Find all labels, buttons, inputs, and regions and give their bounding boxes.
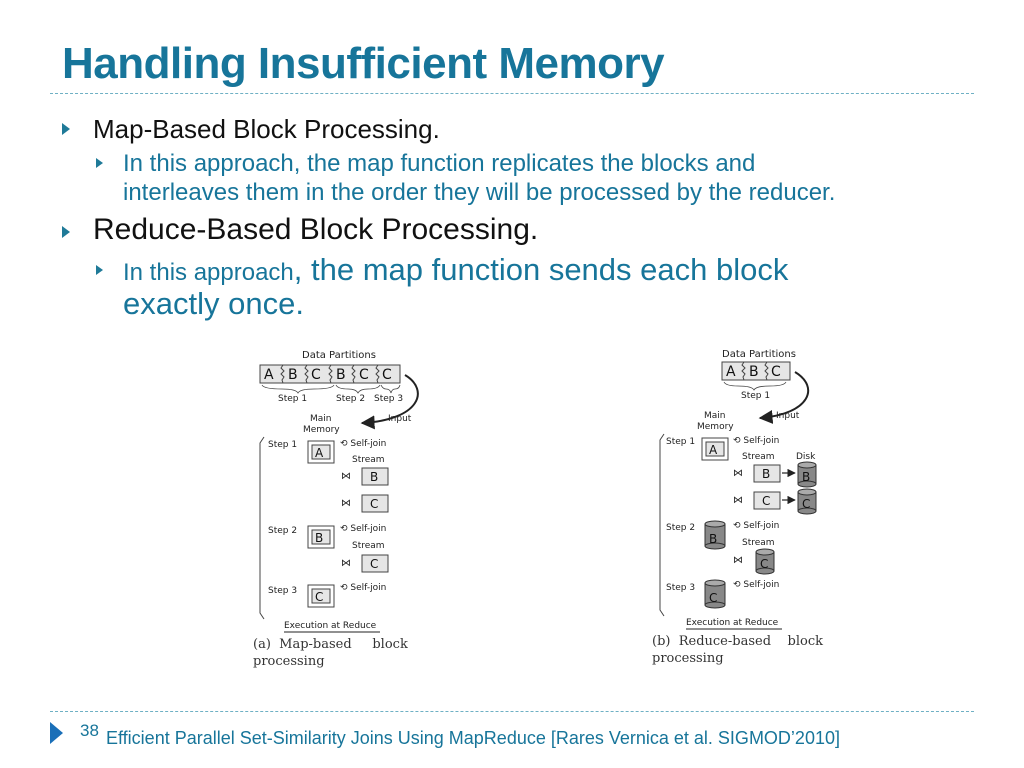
row-step-label: Step 2 (268, 526, 297, 536)
memory-block: A (315, 446, 324, 460)
join-icon: ⋈ (341, 498, 351, 509)
partition-step-label: Step 3 (374, 394, 403, 404)
disk-block: C (802, 497, 810, 511)
bullet-arrow-icon (96, 158, 103, 168)
sub-bullet-map-line2: interleaves them in the order they will … (123, 179, 836, 206)
partition-step-label: Step 2 (336, 394, 365, 404)
partition-cell: C (771, 364, 781, 380)
sub-bullet-reduce-small: In this approach (123, 259, 294, 286)
selfjoin-text: Self-join (743, 436, 779, 446)
sub-bullet-reduce-line2: exactly once. (123, 286, 304, 321)
partition-step-label: Step 1 (278, 394, 307, 404)
slide-title: Handling Insufficient Memory (62, 39, 665, 88)
stream-label: Stream (742, 538, 775, 548)
memory-block: B (315, 531, 323, 545)
bullet-reduce-based: Reduce-Based Block Processing. (93, 213, 539, 246)
execution-label: Execution at Reduce (284, 621, 377, 631)
partition-cell: B (749, 364, 759, 380)
partition-strip: A B C (721, 361, 791, 381)
disk-icon (797, 488, 817, 515)
row-step-label: Step 1 (666, 437, 695, 447)
main-memory-label: Main (310, 414, 332, 424)
join-icon: ⋈ (341, 471, 351, 482)
input-label: Input (776, 411, 800, 421)
selfjoin-text: Self-join (350, 524, 386, 534)
selfjoin-label: ⟲ Self-join (733, 580, 779, 590)
caption-b: (b) Reduce-based block (652, 634, 823, 649)
caption-a: (a) Map-based block (253, 637, 408, 652)
title-divider (50, 93, 974, 94)
footer-divider (50, 711, 974, 712)
selfjoin-text: Self-join (350, 439, 386, 449)
selfjoin-label: ⟲ Self-join (340, 524, 386, 534)
partition-strip: A B C B C C (259, 364, 401, 384)
row-step-label: Step 3 (268, 586, 297, 596)
sub-bullet-map-line1: In this approach, the map function repli… (123, 150, 756, 177)
partition-cell: C (359, 367, 369, 383)
footer-arrow-icon (50, 722, 63, 744)
selfjoin-text: Self-join (743, 521, 779, 531)
join-icon: ⋈ (733, 555, 743, 566)
partition-cell: B (288, 367, 298, 383)
memory-block: C (709, 591, 717, 605)
partition-step-label: Step 1 (741, 391, 770, 401)
streamed-block: C (370, 557, 378, 571)
streamed-block: C (370, 497, 378, 511)
join-icon: ⋈ (341, 558, 351, 569)
caption-b-line2: processing (652, 651, 724, 666)
disk-icon (797, 461, 817, 488)
main-memory-label: Memory (303, 425, 340, 435)
selfjoin-text: Self-join (743, 580, 779, 590)
data-partitions-label: Data Partitions (722, 349, 796, 360)
data-partitions-label: Data Partitions (302, 350, 376, 361)
row-step-label: Step 3 (666, 583, 695, 593)
disk-block: B (802, 470, 810, 484)
selfjoin-label: ⟲ Self-join (340, 583, 386, 593)
footer-citation: Efficient Parallel Set-Similarity Joins … (106, 728, 840, 748)
disk-icon (755, 548, 775, 575)
diagram-reduce-based: Data Partitions A B C Step 1 Input Main … (652, 349, 823, 666)
main-memory-label: Memory (697, 422, 734, 432)
partition-cell: B (336, 367, 346, 383)
memory-block: A (709, 443, 718, 457)
partition-cell: A (264, 367, 274, 383)
stream-label: Stream (352, 541, 385, 551)
streamed-block: C (762, 494, 770, 508)
memory-block: B (709, 532, 717, 546)
caption-a-line2: processing (253, 654, 325, 669)
disk-icon (704, 579, 726, 609)
disk-icon (704, 520, 726, 550)
sub-bullet-reduce-line1: In this approach, the map function sends… (123, 252, 788, 288)
partition-cell: C (311, 367, 321, 383)
stream-label: Stream (742, 452, 775, 462)
page-number: 38 (80, 721, 99, 740)
memory-block: C (315, 590, 323, 604)
selfjoin-text: Self-join (350, 583, 386, 593)
sub-bullet-reduce-large: , the map function sends each block (293, 252, 789, 287)
bullet-arrow-icon (62, 123, 70, 135)
partition-cell: C (382, 367, 392, 383)
stream-label: Stream (352, 455, 385, 465)
join-icon: ⋈ (733, 468, 743, 479)
join-icon: ⋈ (733, 495, 743, 506)
streamed-block: B (370, 470, 378, 484)
selfjoin-label: ⟲ Self-join (733, 436, 779, 446)
input-label: Input (388, 414, 412, 424)
diagram-map-based: Data Partitions A B C B C C Step 1 Step … (253, 350, 419, 669)
execution-label: Execution at Reduce (686, 618, 779, 628)
selfjoin-label: ⟲ Self-join (733, 521, 779, 531)
bullet-arrow-icon (62, 226, 70, 238)
row-step-label: Step 2 (666, 523, 695, 533)
partition-cell: A (726, 364, 736, 380)
streamed-block: B (762, 467, 770, 481)
main-memory-label: Main (704, 411, 726, 421)
disk-label: Disk (796, 452, 816, 462)
row-step-label: Step 1 (268, 440, 297, 450)
streamed-block: C (760, 557, 768, 571)
bullet-arrow-icon (96, 265, 103, 275)
bullet-map-based: Map-Based Block Processing. (93, 114, 440, 144)
selfjoin-label: ⟲ Self-join (340, 439, 386, 449)
